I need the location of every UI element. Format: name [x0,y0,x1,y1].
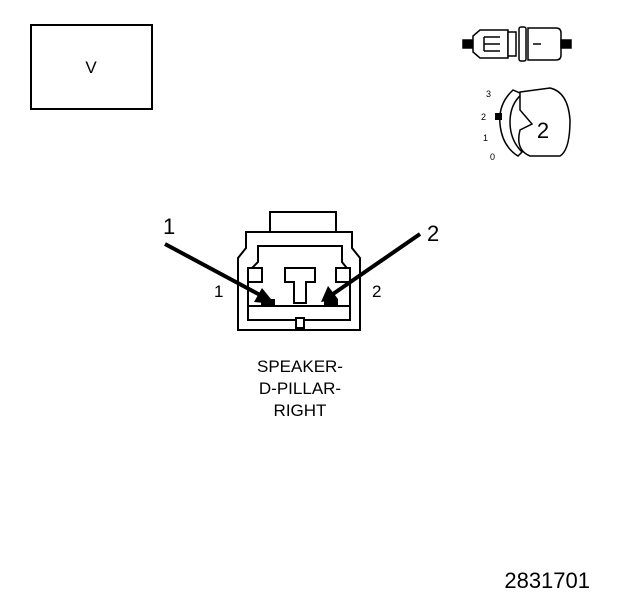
connector-face-icon [237,211,361,331]
key-number: 2 [537,118,549,143]
caption-line-2: D-PILLAR- [259,379,341,398]
caption-line-3: RIGHT [274,401,327,420]
view-box [30,24,153,110]
key-position-1: 1 [483,133,488,143]
view-indicator: V [30,24,153,110]
callout-number-2: 2 [427,221,439,246]
pin-label-1: 1 [214,282,223,301]
callout-arrow-2: 2 2 [321,221,439,302]
pin-label-2: 2 [372,282,381,301]
callout-number-1: 1 [163,214,175,239]
connector-caption: SPEAKER- D-PILLAR- RIGHT [257,357,343,420]
figure-number: 2831701 [504,568,590,593]
callout-arrow-1: 1 1 [163,214,275,304]
caption-line-1: SPEAKER- [257,357,343,376]
ignition-key-icon: 3 2 1 0 2 [481,87,571,162]
key-position-3: 3 [486,89,491,99]
view-letter: V [85,58,97,77]
key-position-2: 2 [481,112,486,122]
key-position-0: 0 [490,152,495,162]
connector-symbol-icon [462,26,572,62]
